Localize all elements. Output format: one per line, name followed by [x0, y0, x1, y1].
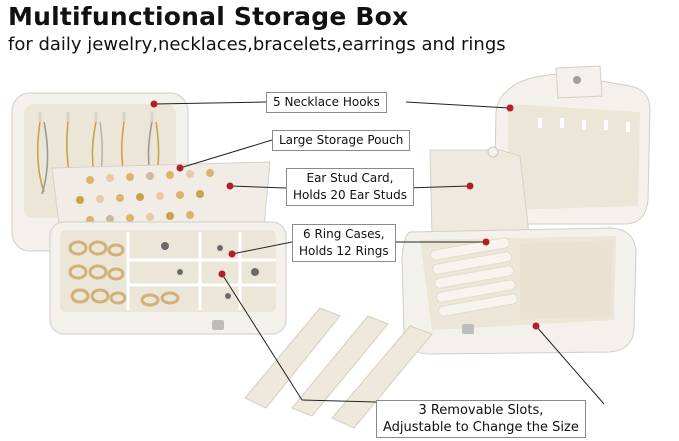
callout-text-line2: Holds 20 Ear Studs: [293, 188, 407, 202]
ring-rolls: [430, 237, 518, 317]
rings: [68, 240, 180, 307]
callout-text-line2: Holds 12 Rings: [299, 244, 389, 258]
page-title: Multifunctional Storage Box: [8, 2, 409, 31]
callout-text-line1: 6 Ring Cases,: [303, 227, 385, 241]
callout-ring-cases: 6 Ring Cases, Holds 12 Rings: [292, 224, 396, 262]
left-clasp: [212, 320, 224, 330]
right-card-tab: [487, 146, 499, 158]
callout-text-line2: Adjustable to Change the Size: [383, 420, 579, 435]
right-snap: [573, 76, 581, 84]
ear-studs: [76, 169, 214, 224]
right-big-compartment: [520, 240, 612, 320]
removable-slots: [244, 307, 433, 429]
slot-3: [331, 325, 433, 429]
left-box: [11, 92, 287, 335]
left-dividers: [126, 232, 276, 310]
callout-ear-stud-card: Ear Stud Card, Holds 20 Ear Studs: [286, 168, 414, 206]
callout-necklace-hooks: 5 Necklace Hooks: [266, 92, 387, 113]
callout-text: 5 Necklace Hooks: [273, 95, 380, 109]
slot-2: [291, 315, 389, 417]
slot-1: [244, 307, 341, 409]
trinkets: [161, 242, 259, 299]
left-base-velvet: [60, 230, 276, 312]
callout-storage-pouch: Large Storage Pouch: [272, 130, 411, 151]
leader-lines: [153, 101, 605, 405]
right-clasp: [462, 324, 474, 334]
right-hooks: [538, 118, 630, 132]
right-box: [401, 65, 651, 355]
necklace-hooks: [38, 112, 154, 122]
callout-text-line1: Ear Stud Card,: [306, 171, 394, 185]
callout-text: Large Storage Pouch: [279, 133, 404, 147]
page-subtitle: for daily jewelry,necklaces,bracelets,ea…: [8, 34, 506, 55]
callout-markers: [150, 100, 540, 330]
callout-text-line1: 3 Removable Slots,: [418, 403, 544, 418]
right-lid-velvet: [508, 104, 640, 210]
callout-removable-slots: 3 Removable Slots, Adjustable to Change …: [376, 400, 586, 438]
